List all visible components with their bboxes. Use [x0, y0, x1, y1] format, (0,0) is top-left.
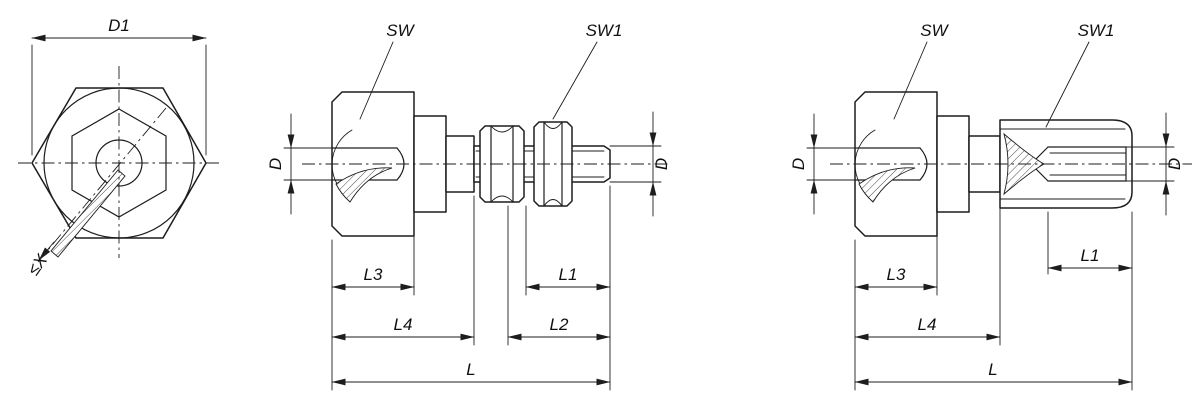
d-label: D — [789, 158, 808, 170]
extension-lines — [854, 195, 1133, 391]
dimension-l4: L4 — [854, 315, 1001, 341]
l4-label: L4 — [394, 315, 413, 334]
dimension-d-right: D — [609, 111, 671, 217]
dimension-l3: L3 — [854, 265, 938, 291]
dimension-l1: L1 — [1047, 246, 1133, 272]
leader-sw: SW — [359, 21, 416, 120]
side-view-threaded-stud: SW SW1 D D — [266, 21, 671, 391]
dimension-l: L — [331, 360, 611, 386]
dimension-d-left: D — [789, 113, 856, 215]
swivel-angle-label: ≤X — [24, 250, 52, 278]
swivel-angle-annotation: ≤X — [24, 241, 55, 279]
tilted-stud-section — [50, 169, 126, 258]
front-view: ≤X D1 — [18, 16, 220, 279]
dimension-l4: L4 — [331, 315, 475, 341]
dimension-d1: D1 — [31, 16, 207, 156]
sw-label: SW — [920, 21, 949, 40]
l3-label: L3 — [887, 265, 906, 284]
sw1-label: SW1 — [586, 21, 623, 40]
leader-sw1: SW1 — [552, 21, 623, 120]
dimension-l2: L2 — [507, 315, 611, 341]
l1-label: L1 — [1081, 246, 1100, 265]
sw-label: SW — [386, 21, 415, 40]
dimension-d-left: D — [266, 113, 333, 215]
swivel-angle-arrow — [38, 241, 55, 261]
d-label: D — [266, 158, 285, 170]
section-hatch — [335, 167, 393, 203]
l2-label: L2 — [550, 315, 569, 334]
l-label: L — [988, 360, 997, 379]
dimension-l3: L3 — [331, 265, 415, 291]
d-label: D — [652, 158, 671, 170]
l3-label: L3 — [364, 265, 383, 284]
l4-label: L4 — [918, 315, 937, 334]
front-centerlines — [18, 66, 220, 263]
leader-sw1: SW1 — [1045, 21, 1115, 128]
d-label: D — [1165, 158, 1184, 170]
dimension-l1: L1 — [525, 265, 611, 291]
section-hatch — [858, 167, 916, 203]
dimension-l: L — [854, 360, 1133, 386]
l1-label: L1 — [559, 265, 578, 284]
side-view-internal-thread: SW SW1 D D — [789, 21, 1192, 391]
dimension-d-right: D — [1125, 112, 1184, 216]
d1-label: D1 — [108, 16, 130, 35]
internal-bore — [1030, 146, 1127, 182]
leader-sw: SW — [893, 21, 950, 120]
sw1-label: SW1 — [1078, 21, 1115, 40]
swivel-axis-centerline — [37, 107, 167, 263]
l-label: L — [466, 360, 475, 379]
